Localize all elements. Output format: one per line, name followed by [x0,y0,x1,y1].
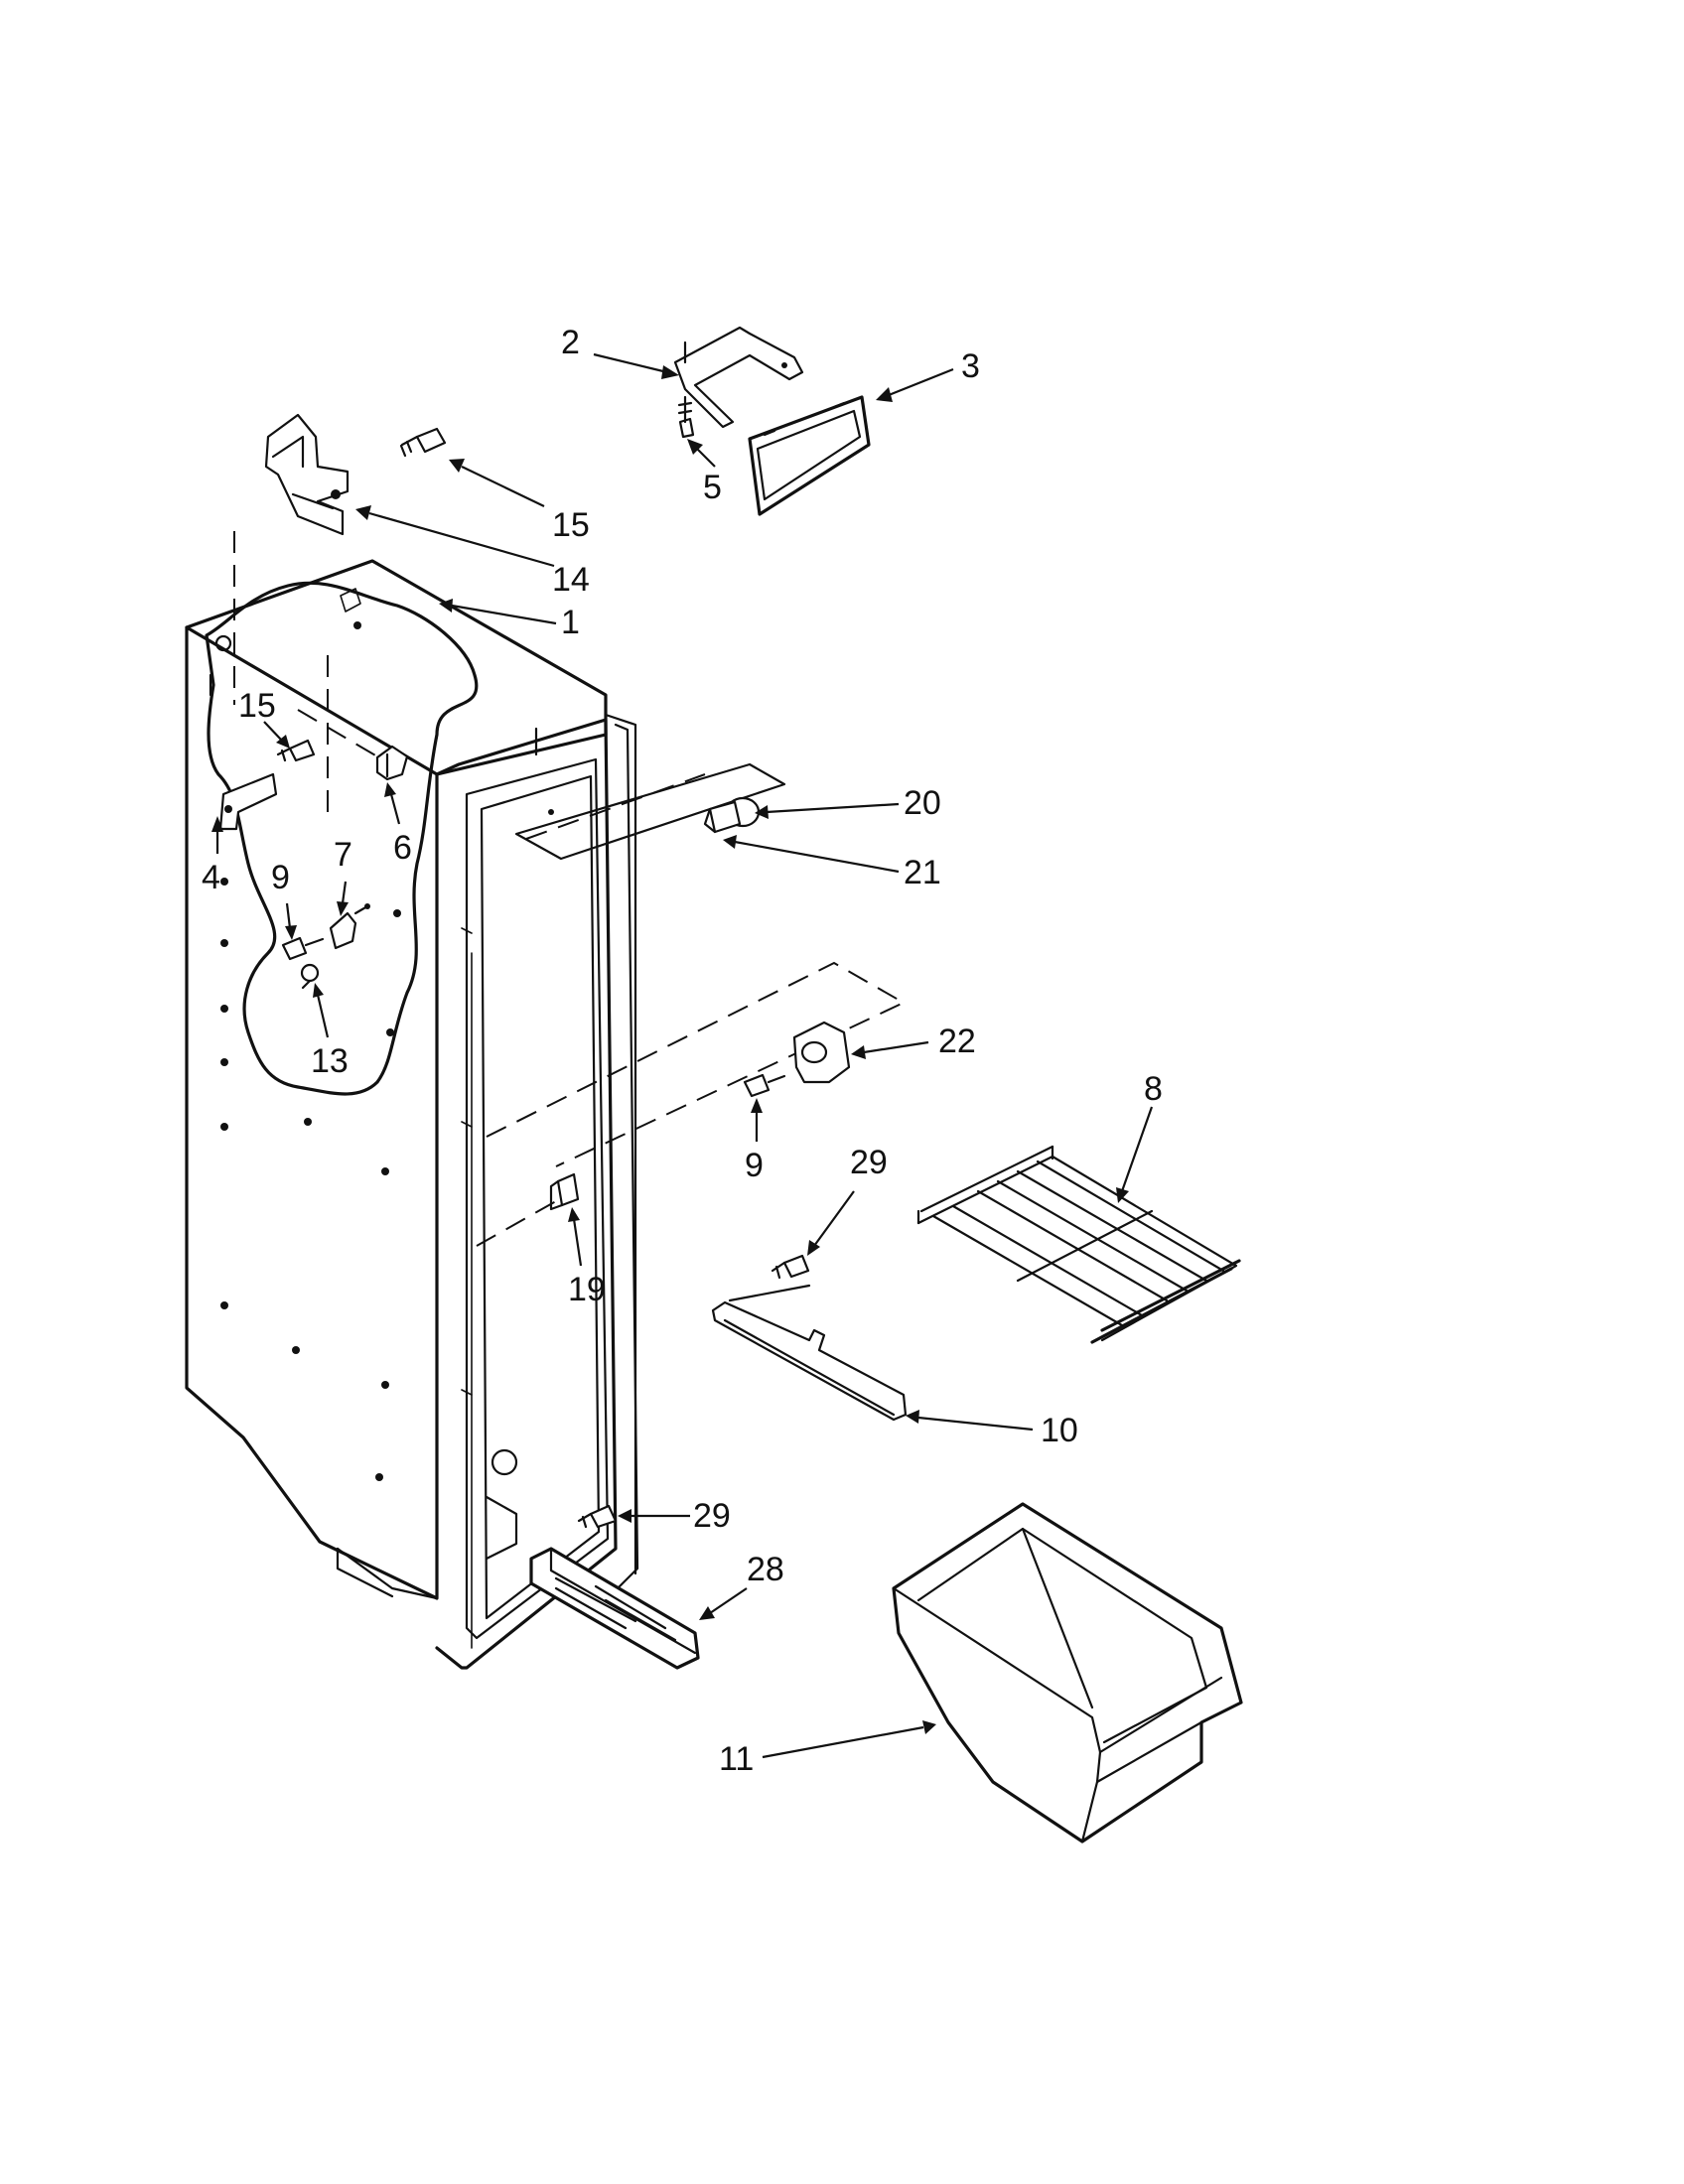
callout-2: 2 [561,324,580,361]
callout-13: 13 [311,1042,349,1080]
callout-10: 10 [1041,1412,1078,1449]
shelf-support-part-10 [711,1284,908,1422]
hinge-bracket-part-14 [264,413,350,536]
callout-20: 20 [904,784,941,822]
shelf-stop-part-22 [486,961,907,1167]
callout-28: 28 [747,1551,784,1588]
callout-15-lower: 15 [238,687,276,725]
screw-part-15-top [399,427,447,458]
bin-part-11 [892,1502,1243,1843]
bracket-part-7 [329,903,370,950]
callout-3: 3 [961,347,980,385]
callout-labels: 1 2 3 4 5 6 7 8 9 9 10 11 13 14 15 15 19… [202,324,1163,1778]
callout-6: 6 [393,829,412,867]
clip-part-6 [375,745,409,781]
callout-5: 5 [703,469,722,506]
wire-shelf-part-8 [916,1145,1241,1344]
liner-mounting-holes [220,621,401,1481]
light-shield-part-3 [748,395,871,516]
screw-part-29-lower [577,1504,618,1529]
callout-9-right: 9 [745,1147,764,1184]
screw-part-5 [677,395,695,439]
screw-part-29-upper [771,1254,810,1280]
callout-8: 8 [1144,1070,1163,1108]
callout-19: 19 [568,1271,606,1308]
bracket-part-4 [218,772,278,831]
callout-21: 21 [904,854,941,891]
callout-4: 4 [202,859,220,896]
screw-part-9-left [281,936,325,961]
fastener-part-13 [300,963,320,990]
callout-14: 14 [552,561,590,599]
callout-29-upper: 29 [850,1144,888,1181]
callout-9-left: 9 [271,859,290,896]
callout-22: 22 [938,1023,976,1060]
callout-11: 11 [719,1740,754,1778]
screw-part-15-lower [276,739,316,762]
callout-29-lower: 29 [693,1497,731,1535]
callout-7: 7 [334,836,352,874]
callout-1: 1 [561,604,580,641]
cover-part-28 [529,1547,700,1670]
hinge-part-2 [673,326,804,429]
light-socket-part-20 [514,762,786,861]
callout-15-top: 15 [552,506,590,544]
callout-leaders [211,352,1154,1759]
switch-part-19 [476,1172,580,1247]
screw-part-9-right [743,1073,786,1098]
